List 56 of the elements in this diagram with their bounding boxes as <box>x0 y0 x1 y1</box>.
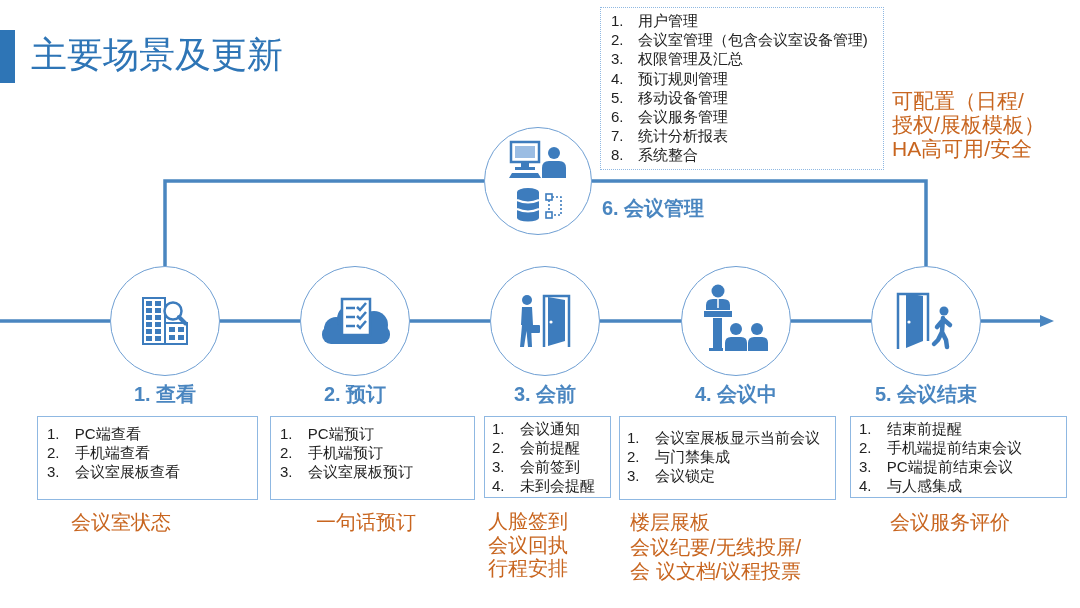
note-text: 楼层展板 <box>630 510 710 535</box>
list-box <box>619 416 836 500</box>
note-text: HA高可用/安全 <box>892 137 1032 161</box>
stage-label: 3. 会前 <box>513 382 577 406</box>
list-item: 2. 手机端查看 <box>47 443 150 462</box>
stage-label: 1. 查看 <box>133 382 197 406</box>
list-item: 3. 会议室展板查看 <box>47 462 180 481</box>
list-box <box>37 416 258 500</box>
connector-line <box>600 319 681 323</box>
list-item: 2. 会议室管理（包含会议室设备管理) <box>611 30 868 50</box>
list-item: 3. 会前签到 <box>492 457 580 476</box>
list-item: 2. 与门禁集成 <box>627 447 730 466</box>
list-item: 1. PC端预订 <box>280 424 374 443</box>
list-item: 3. PC端提前结束会议 <box>859 456 1013 476</box>
list-item: 8. 系统整合 <box>611 145 698 165</box>
connector-line <box>0 319 110 323</box>
note-text: 会议回执 <box>488 533 568 557</box>
list-item: 2. 手机端预订 <box>280 443 383 462</box>
connector-line <box>163 179 484 266</box>
list-item: 2. 手机端提前结束会议 <box>859 437 1022 457</box>
stage-label: 4. 会议中 <box>694 382 778 406</box>
note-text: 会议室状态 <box>71 510 171 534</box>
list-item: 3. 权限管理及汇总 <box>611 49 743 69</box>
list-box <box>270 416 475 500</box>
note-text: 一句话预订 <box>316 510 416 534</box>
list-item: 4. 未到会提醒 <box>492 476 595 495</box>
note-text: 可配置（日程/授权/展板模板） <box>892 89 1046 137</box>
list-item: 3. 会议锁定 <box>627 466 715 485</box>
connector-line <box>791 319 871 323</box>
list-item: 1. 会议室展板显示当前会议 <box>627 428 820 447</box>
title: 主要场景及更新 <box>31 33 283 77</box>
list-item: 1. 结束前提醒 <box>859 418 962 438</box>
stage-label: 6. 会议管理 <box>602 196 705 220</box>
list-item: 1. 用户管理 <box>611 11 698 31</box>
list-item: 7. 统计分析报表 <box>611 126 728 146</box>
stage-label: 2. 预订 <box>323 382 387 406</box>
connector-line <box>592 179 928 266</box>
list-item: 2. 会前提醒 <box>492 438 580 457</box>
note-text: 人脸签到 <box>488 510 568 534</box>
connector-line <box>410 319 490 323</box>
list-item: 1. 会议通知 <box>492 419 580 438</box>
list-item: 4. 预订规则管理 <box>611 68 728 88</box>
list-item: 4. 与人感集成 <box>859 475 962 495</box>
list-box <box>484 416 611 498</box>
list-box <box>600 7 884 170</box>
list-item: 6. 会议服务管理 <box>611 107 728 127</box>
note-text: 行程安排 <box>488 557 568 581</box>
list-item: 3. 会议室展板预订 <box>280 462 413 481</box>
stage-label: 5. 会议结束 <box>874 382 978 406</box>
list-item: 5. 移动设备管理 <box>611 87 728 107</box>
arrow <box>981 315 1054 327</box>
note-text: 会议服务评价 <box>890 510 1010 534</box>
list-box <box>850 416 1067 498</box>
list-item: 1. PC端查看 <box>47 424 141 443</box>
note-text: 会议纪要/无线投屏/会 议文档/议程投票 <box>630 534 803 584</box>
connector-line <box>220 319 300 323</box>
